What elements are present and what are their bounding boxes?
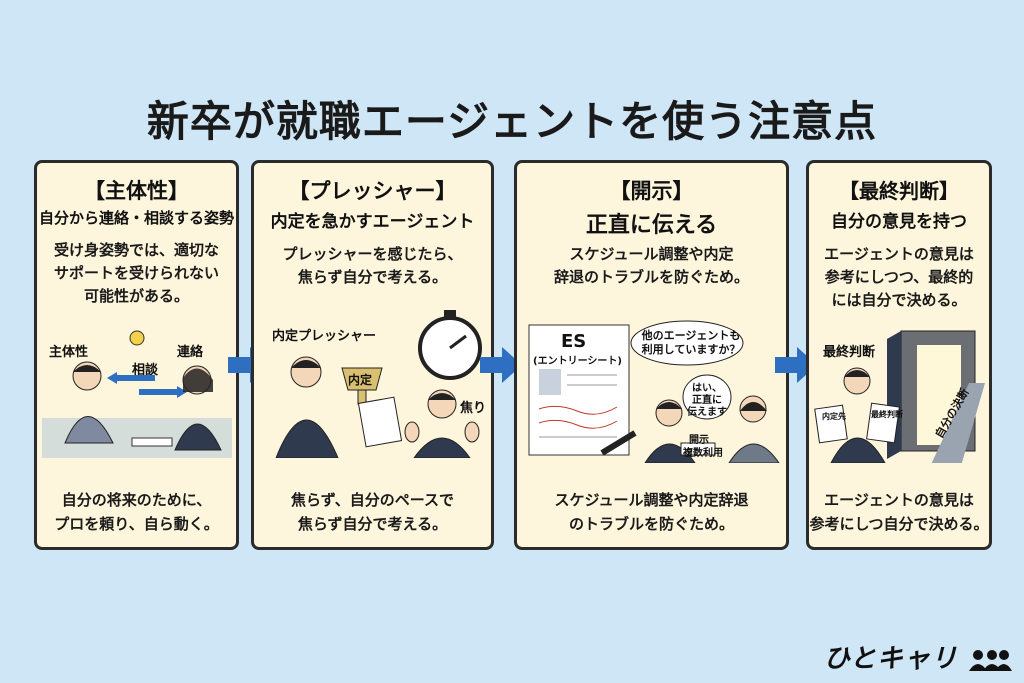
body-line: スケジュール調整や内定	[569, 245, 734, 263]
card-body: 受け身姿勢では、適切な サポートを受けられない 可能性がある。	[37, 239, 236, 308]
card-tag: 【最終判断】	[839, 179, 959, 203]
brand-logo: ひとキャリ	[824, 638, 1012, 675]
card-tag: 【プレッシャー】	[288, 179, 457, 203]
bubble-line: はい、	[692, 383, 722, 394]
bubble-line: 伝えます	[687, 407, 727, 418]
illustration-label: 主体性	[49, 345, 89, 360]
es-sub-label: (エントリーシート)	[533, 356, 622, 367]
card-pressure: 【プレッシャー】 内定を急かすエージェント プレッシャーを感じたら、 焦らず自分…	[251, 160, 494, 550]
card-heading: 自分から連絡・相談する姿勢	[38, 209, 234, 227]
footer-line: プロを頼り、自ら動く。	[54, 515, 219, 533]
body-line: 受け身姿勢では、適切な	[53, 241, 219, 259]
illustration-label: 連絡	[177, 345, 204, 360]
speech-bubble-question: 他のエージェントも 利用していますか？	[635, 329, 747, 357]
es-label: ES	[561, 331, 587, 352]
card-heading: 内定を急かすエージェント	[270, 212, 475, 232]
illustration-label: 焦り	[460, 401, 487, 416]
footer-line: 自分の将来のために、	[61, 491, 212, 509]
consultation-illustration	[42, 330, 232, 458]
decision-illustration	[814, 330, 985, 463]
card-heading: 正直に伝える	[585, 213, 718, 238]
card-disclosure: 【開示】 正直に伝える スケジュール調整や内定 辞退のトラブルを防ぐため。 ES…	[514, 160, 789, 550]
footer-line: スケジュール調整や内定辞退	[554, 491, 749, 509]
body-line: 焦らず自分で考える。	[297, 268, 448, 286]
body-line: サポートを受けられない	[53, 264, 219, 282]
body-line: エージェントの意見は	[824, 245, 974, 263]
paper-label: 複数利用	[683, 448, 723, 459]
card-tag: 【開示】	[609, 179, 694, 203]
card-body: スケジュール調整や内定 辞退のトラブルを防ぐため。	[517, 243, 786, 289]
body-line: には自分で決める。	[831, 291, 967, 309]
body-line: 可能性がある。	[83, 287, 189, 305]
bubble-line: 利用していますか？	[641, 343, 741, 356]
logo-text: ひとキャリ	[823, 644, 958, 674]
card-body: エージェントの意見は 参考にしつつ、最終的 には自分で決める。	[809, 243, 989, 312]
card-initiative: 【主体性】 自分から連絡・相談する姿勢 受け身姿勢では、適切な サポートを受けら…	[34, 160, 239, 550]
card-body: プレッシャーを感じたら、 焦らず自分で考える。	[254, 243, 491, 289]
card-footer: スケジュール調整や内定辞退 のトラブルを防ぐため。	[517, 488, 786, 536]
card-footer: 焦らず、自分のペースで 焦らず自分で考える。	[254, 488, 491, 536]
bubble-line: 他のエージェントも	[641, 329, 741, 342]
card-heading: 自分の意見を持つ	[831, 212, 967, 232]
bubble-line: 正直に	[692, 395, 722, 406]
footer-line: 参考にしつ自分で決める。	[809, 515, 989, 533]
card-tag: 【主体性】	[84, 179, 189, 203]
body-line: 辞退のトラブルを防ぐため。	[553, 268, 749, 286]
people-icon	[969, 649, 1012, 671]
body-line: プレッシャーを感じたら、	[282, 245, 463, 263]
trophy-label: 内定	[348, 373, 373, 387]
body-line: 参考にしつつ、最終的	[824, 268, 974, 286]
paper-label: 開示	[689, 435, 709, 446]
page-title: 新卒が就職エージェントを使う注意点	[146, 97, 878, 146]
footer-line: 焦らず、自分のペースで	[291, 491, 454, 509]
illustration-label: 内定プレッシャー	[272, 329, 377, 344]
card-footer: 自分の将来のために、 プロを頼り、自ら動く。	[37, 488, 236, 536]
paper-label: 内定先	[822, 412, 846, 421]
footer-line: 焦らず自分で考える。	[297, 515, 448, 533]
arrow-right-icon	[480, 347, 522, 383]
disclosure-illustration	[528, 320, 780, 463]
illustration-label: 最終判断	[823, 345, 876, 360]
card-footer: エージェントの意見は 参考にしつ自分で決める。	[809, 488, 989, 536]
footer-line: エージェントの意見は	[824, 491, 974, 509]
paper-label: 最終判断	[871, 410, 903, 419]
speech-bubble-answer: はい、 正直に 伝えます	[683, 383, 731, 419]
illustration-label: 相談	[132, 363, 159, 378]
pressure-illustration	[275, 310, 482, 458]
footer-line: のトラブルを防ぐため。	[568, 515, 734, 533]
card-final-decision: 【最終判断】 自分の意見を持つ エージェントの意見は 参考にしつつ、最終的 には…	[806, 160, 992, 550]
